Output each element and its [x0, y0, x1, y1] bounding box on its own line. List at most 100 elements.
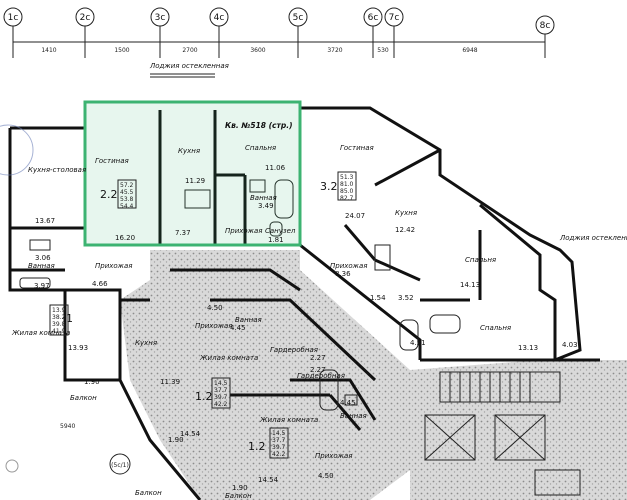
- room-wc-area: 1.81: [268, 236, 284, 244]
- unit-3-2-kitchen-area: 12.42: [395, 226, 415, 234]
- svg-text:5с: 5с: [293, 13, 304, 23]
- svg-text:37.7: 37.7: [272, 437, 286, 444]
- svg-text:3с: 3с: [155, 13, 166, 23]
- dimension-line: 1410 1500 2700 3600 3720 530 6948: [12, 26, 546, 58]
- unit-1-2b-dressing-area: 2.27: [310, 366, 326, 374]
- loggia-top-label: Лоджия остекленная: [149, 62, 229, 70]
- svg-text:85.0: 85.0: [340, 188, 354, 195]
- dim-1: 1410: [41, 47, 56, 54]
- unit-left-hall-area: 4.66: [92, 280, 108, 288]
- unit-3-2-misc-2: 3.52: [398, 294, 414, 302]
- unit-3-2-hall-area: 8.36: [335, 270, 351, 278]
- room-living-label: Гостиная: [95, 157, 129, 165]
- unit-3-2-bedroom2-label: Спальня: [480, 324, 511, 332]
- unit-1-2b-dressing-label: Гардеробная: [297, 372, 345, 380]
- svg-text:14.5: 14.5: [214, 380, 228, 387]
- axis-bubble-3c: 3с: [150, 7, 170, 27]
- unit-left-balcony-label: Балкон: [70, 394, 97, 402]
- svg-text:42.2: 42.2: [272, 451, 286, 458]
- svg-text:51.3: 51.3: [340, 174, 354, 181]
- axis-bubble-7c: 7с: [384, 7, 404, 27]
- unit-1-2a-number: 1.2: [195, 390, 213, 403]
- unit-1-2a-kitchen-label: Кухня: [135, 339, 157, 347]
- svg-text:39.8: 39.8: [52, 321, 66, 328]
- unit-number: 2.2: [100, 188, 118, 201]
- unit-3-2-bedroom1-area: 14.13: [460, 281, 480, 289]
- unit-1-2b-bath-area: 4.45: [340, 399, 356, 407]
- svg-text:7с: 7с: [389, 13, 400, 23]
- unit-1-2b-balcony-area: 1.90: [232, 484, 248, 492]
- svg-text:1с: 1с: [8, 13, 19, 23]
- unit-1-2a-bath-area: 4.45: [230, 324, 246, 332]
- unit-left-summary-box: 13.9 38.2 39.8 41.9: [49, 304, 69, 336]
- svg-text:13.9: 13.9: [52, 307, 66, 314]
- svg-text:6с: 6с: [368, 13, 379, 23]
- unit-1-2b-room-label: Жилая комната: [259, 416, 318, 424]
- unit-1-2b-balcony-label: Балкон: [225, 492, 252, 500]
- svg-text:37.7: 37.7: [214, 387, 228, 394]
- unit-3-2-living-area: 24.07: [345, 212, 365, 220]
- dim-3: 2700: [182, 47, 197, 54]
- unit-3-2-bedroom1-label: Спальня: [465, 256, 496, 264]
- svg-text:41.9: 41.9: [52, 328, 66, 335]
- unit-left-balcony-area: 1.90: [84, 378, 100, 386]
- svg-text:45.5: 45.5: [120, 189, 134, 196]
- dim-4: 3600: [250, 47, 265, 54]
- unit-title: Кв. №518 (стр.): [225, 121, 293, 130]
- unit-3-2-living-label: Гостиная: [340, 144, 374, 152]
- loggia-right-label: Лоджия остекленная: [559, 234, 627, 242]
- unit-3-2-misc-1: 1.54: [370, 294, 386, 302]
- room-bedroom-area: 11.06: [265, 164, 286, 172]
- unit-left-misc: 3.97: [34, 282, 50, 290]
- unit-left-number: 1: [66, 312, 73, 325]
- svg-text:53.8: 53.8: [120, 196, 134, 203]
- svg-text:39.7: 39.7: [272, 444, 286, 451]
- svg-text:14.5: 14.5: [272, 430, 286, 437]
- selected-unit-highlight[interactable]: [83, 100, 302, 247]
- dim-7: 6948: [462, 47, 477, 54]
- axis-bubble-2c: 2с: [75, 7, 95, 27]
- unit-1-2a-hall-label: Прихожая: [195, 322, 233, 330]
- unit-3-2-misc-4: 4.03: [562, 341, 578, 349]
- unit-1-2-a: 1.2 Жилая комната 11.39 Кухня 14.54 Ванн…: [135, 304, 326, 497]
- unit-1-2a-room-area: 11.39: [160, 378, 180, 386]
- unit-3-2-hall-label: Прихожая: [330, 262, 368, 270]
- elevator-core: [424, 371, 581, 496]
- fixtures: [19, 179, 461, 411]
- room-bath-area: 3.49: [258, 202, 274, 210]
- unit-left-room-label: Жилая комната: [11, 329, 70, 337]
- unit-left: Кухня-столовая 13.67 Ванная 3.06 Жилая к…: [11, 166, 133, 402]
- unit-1-2a-summary-box: 14.5 37.7 39.7 42.2: [211, 377, 231, 409]
- svg-text:57.2: 57.2: [120, 182, 134, 189]
- svg-text:38.2: 38.2: [52, 314, 66, 321]
- unit-left-hall-label: Прихожая: [95, 262, 133, 270]
- selected-unit: Кв. №518 (стр.) 2.2 Гостиная 16.20 Кухня…: [95, 121, 296, 244]
- room-wc-label: Санузел: [265, 227, 296, 235]
- axis-row: 1с 2с 3с 4с 5с 6с 7с 8с: [3, 7, 555, 35]
- svg-text:81.0: 81.0: [340, 181, 354, 188]
- svg-text:82.7: 82.7: [340, 195, 354, 202]
- axis-bubble-4c: 4с: [209, 7, 229, 27]
- unit-1-2b-hall-area: 4.50: [318, 472, 334, 480]
- unit-3-2-number: 3.2: [320, 180, 338, 193]
- circle-marker-icon: [5, 459, 19, 473]
- unit-left-bath-area: 3.06: [35, 254, 51, 262]
- axis-bubble-1c: 1с: [3, 7, 23, 27]
- svg-text:42.2: 42.2: [214, 401, 228, 408]
- svg-text:8с: 8с: [540, 21, 551, 31]
- unit-3-2: 3.2 Гостиная 24.07 Кухня 12.42 Спальня 1…: [320, 144, 578, 352]
- stamp-icon: [0, 124, 34, 176]
- unit-1-2a-balcony-label: Балкон: [135, 489, 162, 497]
- axis-bubble-8c: 8с: [535, 15, 555, 35]
- dim-6: 530: [377, 47, 389, 54]
- unit-1-2a-room-label: Жилая комната: [199, 354, 258, 362]
- unit-1-2-b: 1.2 Жилая комната 14.54 Гардеробная 2.27…: [225, 366, 367, 500]
- unit-1-2a-dressing-label: Гардеробная: [270, 346, 318, 354]
- unit-1-2a-balcony-area: 1.90: [168, 436, 184, 444]
- room-bath-label: Ванная: [250, 194, 277, 202]
- axis-bubble-5c: 5с: [288, 7, 308, 27]
- unit-1-2b-summary-box: 14.5 37.7 39.7 42.2: [269, 427, 289, 459]
- room-living-area: 16.20: [115, 234, 135, 242]
- axis-bubble-6c: 6с: [363, 7, 383, 27]
